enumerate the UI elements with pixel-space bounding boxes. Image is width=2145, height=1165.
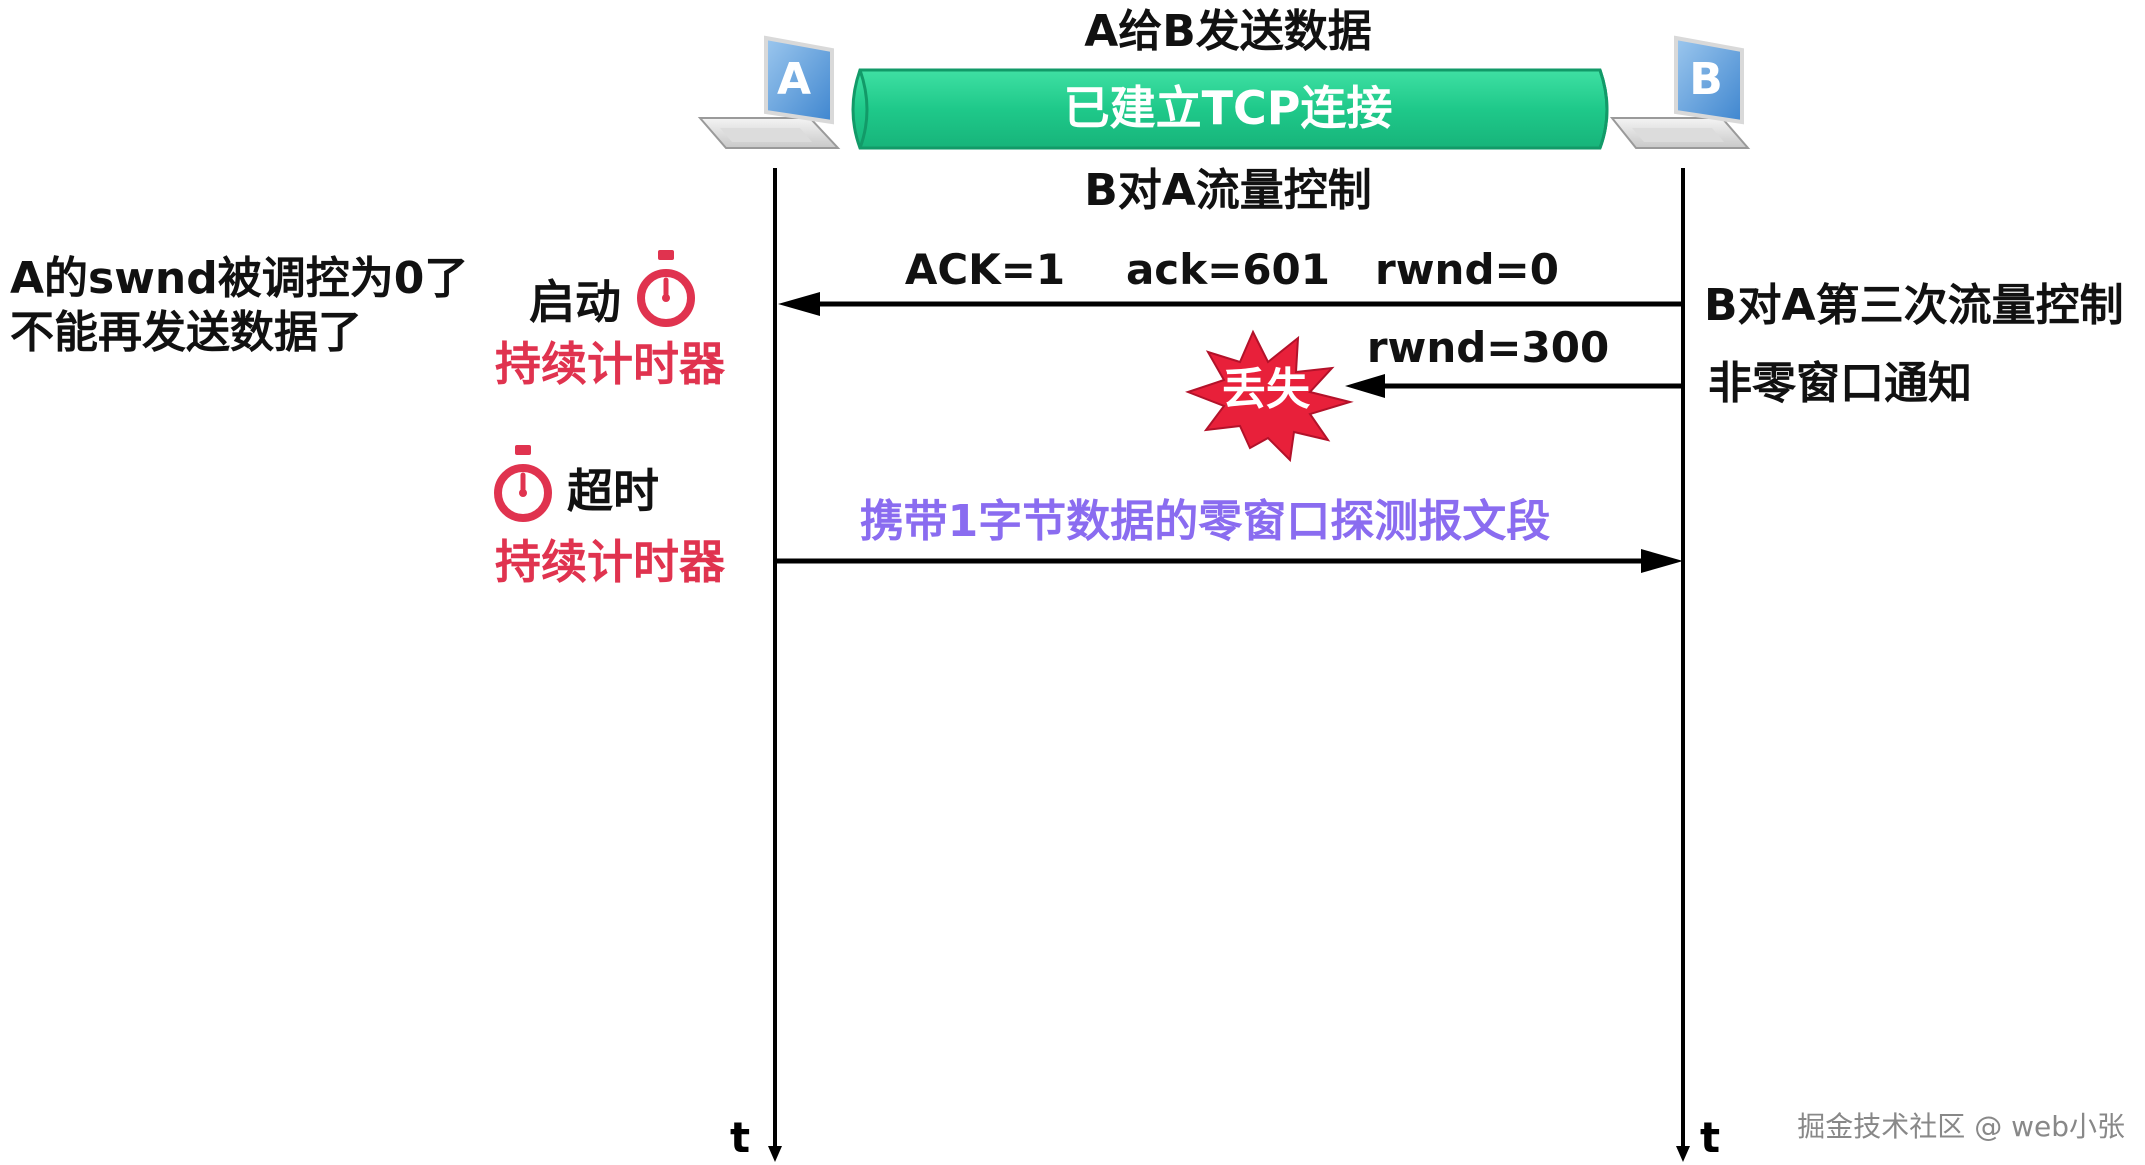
- host-a-laptop-icon: A: [697, 35, 841, 149]
- lost-label: 丢失: [1222, 364, 1311, 415]
- rwnd-zero-label: rwnd=0: [1375, 245, 1559, 294]
- ack-rwnd0-arrow: [778, 292, 1683, 316]
- watermark: 掘金技术社区 @ web小张: [1797, 1110, 2125, 1143]
- connection-label: 已建立TCP连接: [1064, 81, 1393, 135]
- tcp-connection-pipe: 已建立TCP连接: [851, 68, 1609, 150]
- stopwatch-timeout-icon: [494, 445, 552, 522]
- stopwatch-start-icon: [637, 250, 695, 327]
- host-a-label: A: [777, 54, 811, 105]
- rwnd300-lost-arrow: [1345, 374, 1683, 398]
- host-b-laptop-icon: B: [1609, 35, 1751, 149]
- timer-timeout-label: 超时: [567, 464, 659, 518]
- host-a-time-label: t: [730, 1113, 750, 1162]
- host-b-time-label: t: [1700, 1113, 1720, 1162]
- zero-window-probe-arrow: [775, 549, 1683, 573]
- lost-burst-icon: [1185, 329, 1354, 463]
- timer-timeout-name: 持续计时器: [495, 535, 726, 589]
- host-b-label: B: [1689, 54, 1723, 105]
- rwnd-300-label: rwnd=300: [1367, 323, 1609, 372]
- nonzero-window-note: 非零窗口通知: [1708, 358, 1972, 409]
- timer-start-name: 持续计时器: [495, 337, 726, 391]
- diagram-subtitle: B对A流量控制: [1084, 165, 1372, 216]
- probe-label: 携带1字节数据的零窗口探测报文段: [860, 496, 1551, 547]
- timer-start-label: 启动: [529, 275, 621, 329]
- ack-flag-label: ACK=1: [905, 245, 1065, 294]
- host-b-timeline: [1676, 168, 1690, 1162]
- cannot-send-note: 不能再发送数据了: [10, 307, 362, 358]
- ack-number-label: ack=601: [1126, 245, 1330, 294]
- host-a-timeline: [768, 168, 782, 1162]
- swnd-zero-note: A的swnd被调控为0了: [10, 253, 468, 304]
- diagram-title: A给B发送数据: [1084, 6, 1372, 57]
- third-flow-control-note: B对A第三次流量控制: [1704, 280, 2124, 331]
